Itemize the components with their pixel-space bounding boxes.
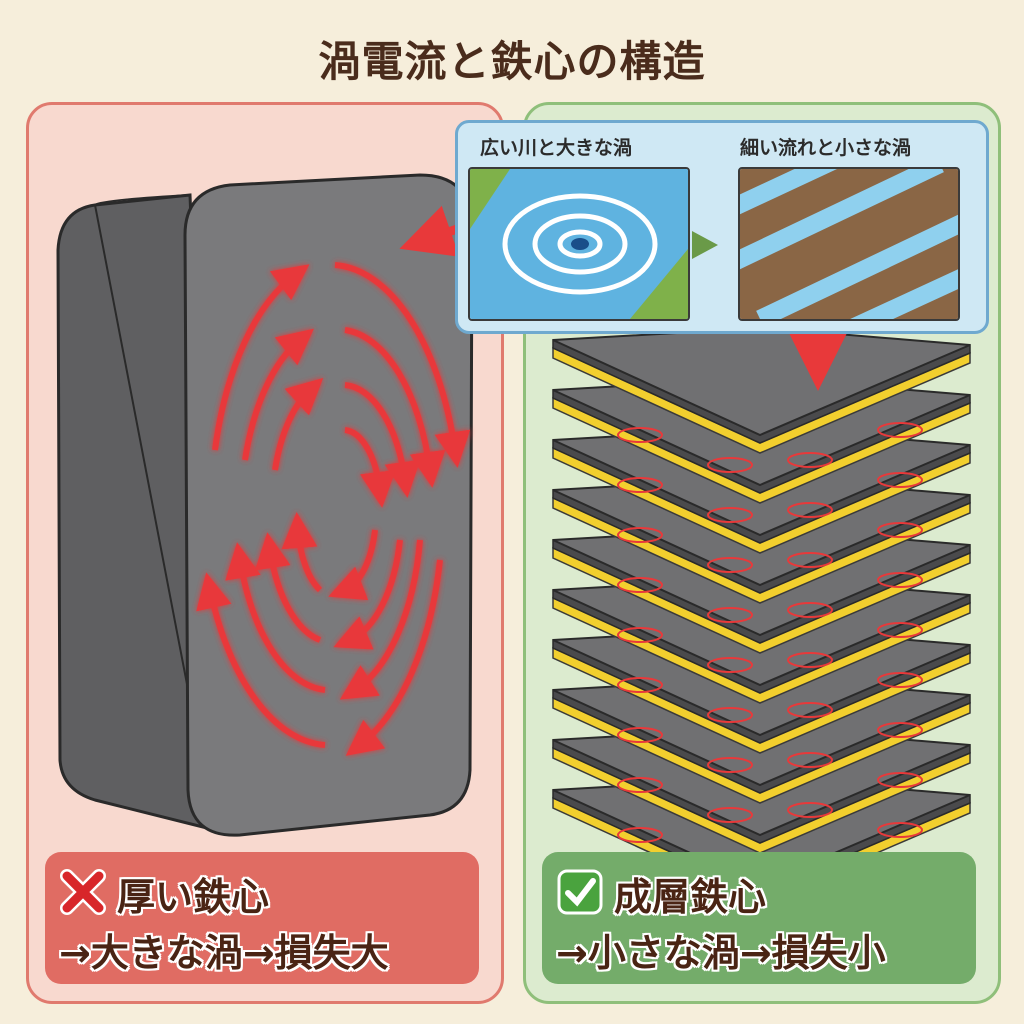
- small-eddy-current: [617, 527, 663, 543]
- small-eddy-current: [877, 422, 923, 438]
- narrow-stream-label: 細い流れと小さな渦: [740, 137, 912, 159]
- small-eddy-current: [877, 772, 923, 788]
- laminated-core-heading: 成層鉄心: [614, 875, 767, 919]
- thick-iron-core: [56, 173, 474, 837]
- small-eddy-current: [617, 777, 663, 793]
- laminated-core-stack: [552, 326, 971, 904]
- small-eddy-current: [707, 507, 753, 523]
- wide-river-label: 広い川と大きな渦: [480, 137, 633, 159]
- small-eddy-current: [787, 602, 833, 618]
- small-eddy-current: [787, 452, 833, 468]
- small-eddy-current: [877, 672, 923, 688]
- small-eddy-current: [707, 757, 753, 773]
- small-eddy-current: [707, 657, 753, 673]
- small-eddy-current: [707, 607, 753, 623]
- page-title: 渦電流と鉄心の構造: [318, 37, 706, 86]
- arrow-to-thick-core: [399, 205, 462, 257]
- small-eddy-current: [707, 707, 753, 723]
- small-eddy-current: [617, 427, 663, 443]
- check-mark-icon: [557, 869, 603, 915]
- small-eddy-current: [787, 802, 833, 818]
- small-eddy-current: [617, 727, 663, 743]
- thick-core-caption: 厚い鉄心 →大きな渦→損失大: [45, 852, 479, 984]
- laminated-core-caption: 成層鉄心 →小さな渦→損失小: [542, 852, 976, 984]
- small-eddy-current: [787, 752, 833, 768]
- small-eddy-current: [707, 557, 753, 573]
- small-eddy-current: [787, 552, 833, 568]
- thick-core-result: →大きな渦→損失大: [59, 931, 389, 975]
- small-eddy-current: [617, 677, 663, 693]
- small-eddy-current: [617, 477, 663, 493]
- small-eddy-current: [877, 572, 923, 588]
- small-eddy-current: [707, 457, 753, 473]
- large-whirlpool-image: [468, 167, 690, 321]
- small-eddy-current: [617, 827, 663, 843]
- small-eddy-current: [707, 807, 753, 823]
- small-eddy-current: [877, 522, 923, 538]
- small-eddy-current: [877, 822, 923, 838]
- thick-core-heading: 厚い鉄心: [117, 875, 270, 919]
- small-eddy-current: [877, 722, 923, 738]
- small-eddy-current: [617, 577, 663, 593]
- small-eddy-current: [787, 502, 833, 518]
- narrow-streams-image: [738, 167, 960, 321]
- small-eddy-current: [787, 702, 833, 718]
- small-eddy-current: [787, 652, 833, 668]
- small-eddy-current: [617, 627, 663, 643]
- arrow-right-icon: [692, 231, 718, 259]
- river-analogy-inset: 広い川と大きな渦 細い流れと小さな渦: [455, 120, 989, 334]
- small-eddy-current: [877, 472, 923, 488]
- small-eddy-current: [877, 622, 923, 638]
- laminated-core-result: →小さな渦→損失小: [556, 931, 886, 975]
- cross-mark-icon: [60, 869, 106, 915]
